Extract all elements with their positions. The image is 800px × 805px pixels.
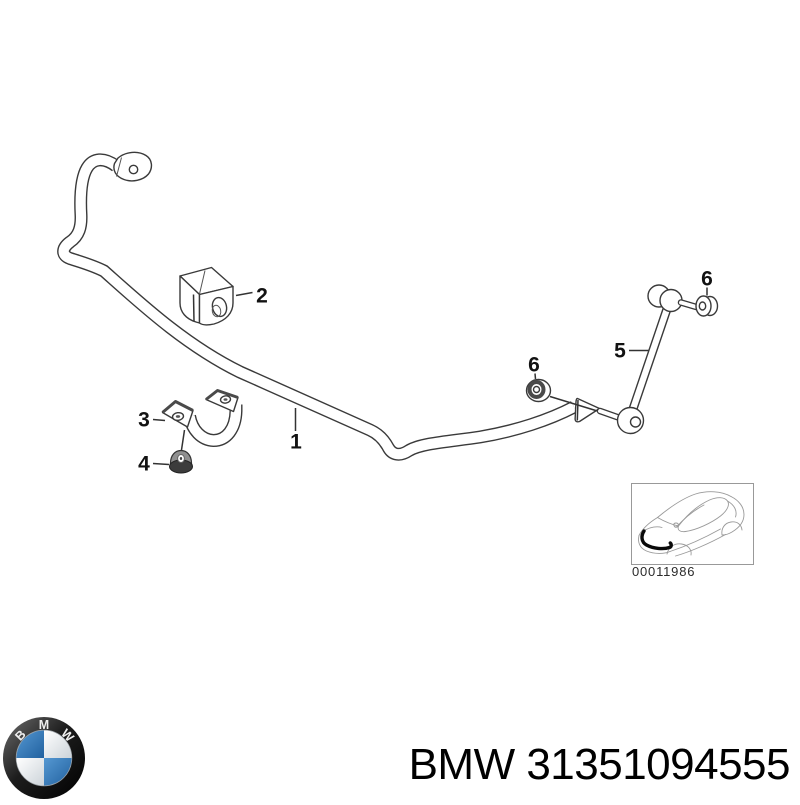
callout-3: 3 bbox=[138, 408, 150, 432]
diagram-drawing bbox=[57, 151, 754, 565]
logo-letter-m: M bbox=[39, 718, 49, 732]
callout-6-right: 6 bbox=[701, 267, 713, 291]
part-number-text: BMW 31351094555 bbox=[408, 740, 791, 789]
callout-4: 4 bbox=[138, 452, 150, 476]
nut-right-drawing bbox=[695, 295, 719, 317]
cap-nut-drawing bbox=[169, 449, 193, 474]
roundel-quadrant-blue-tl bbox=[16, 730, 44, 758]
callout-5: 5 bbox=[614, 339, 626, 363]
callout-leader-lines bbox=[152, 287, 708, 466]
car-inset bbox=[631, 483, 754, 565]
bar-cone-end bbox=[574, 397, 601, 423]
roundel-quadrant-white-bl bbox=[16, 758, 44, 786]
stabilizer-parts-diagram: 1 2 3 4 5 6 6 00011986 bbox=[57, 151, 754, 579]
bmw-logo: B M W bbox=[2, 716, 86, 800]
link-drawing bbox=[596, 284, 702, 435]
stabilizer-bar-drawing bbox=[57, 151, 601, 461]
bushing-drawing bbox=[179, 266, 234, 326]
callout-6-left: 6 bbox=[528, 353, 540, 377]
bracket-drawing bbox=[161, 389, 243, 447]
roundel-quadrant-white-tr bbox=[44, 730, 72, 758]
nut-left-drawing bbox=[525, 378, 552, 403]
callout-2: 2 bbox=[256, 284, 268, 308]
callout-1: 1 bbox=[290, 430, 302, 454]
roundel-quadrant-blue-br bbox=[44, 758, 72, 786]
inset-image-code: 00011986 bbox=[632, 564, 696, 579]
car-outline bbox=[638, 491, 745, 557]
bar-eyelet-hole bbox=[128, 164, 139, 175]
part-location-highlight bbox=[640, 529, 673, 551]
